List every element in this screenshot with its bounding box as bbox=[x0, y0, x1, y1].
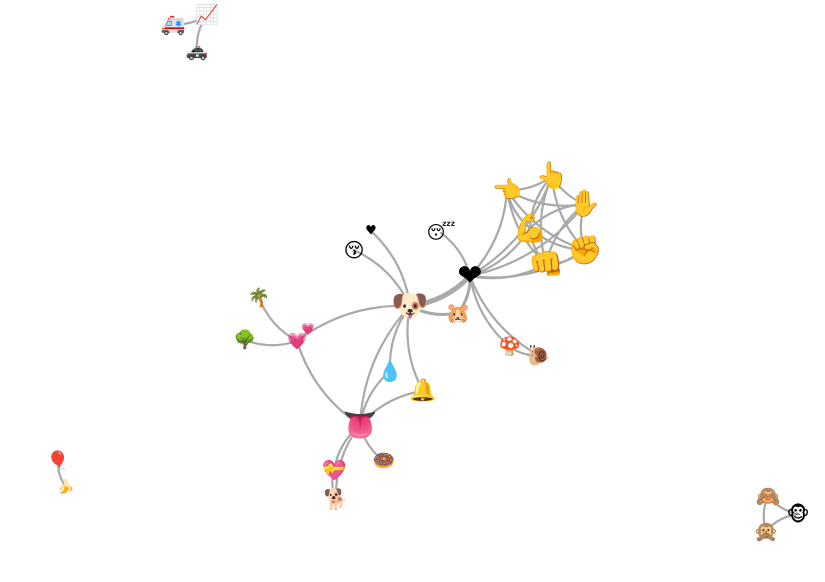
edge-raised-hand-raised-fist bbox=[579, 202, 587, 252]
hamster-face-icon[interactable]: 🐹 bbox=[446, 301, 471, 325]
edge-black-heart-point-left bbox=[468, 188, 509, 278]
edge-point-up-raised-fist bbox=[550, 174, 587, 252]
palm-tree-icon[interactable]: 🌴 bbox=[248, 287, 270, 309]
snail-icon[interactable]: 🐌 bbox=[526, 343, 551, 367]
edge-dog-bell bbox=[406, 304, 425, 393]
edge-raised-hand-flexed-biceps bbox=[528, 202, 587, 230]
edge-heart-ribbon-dog-full bbox=[331, 468, 338, 501]
see-no-evil-monkey-icon[interactable]: 🙈 bbox=[756, 484, 781, 508]
edge-dog-kissing-face bbox=[352, 248, 412, 308]
droplet-icon[interactable]: 💧 bbox=[378, 359, 403, 383]
edge-dog-pink-heart bbox=[295, 304, 412, 343]
chart-increasing-icon[interactable]: 📈 bbox=[195, 3, 219, 26]
green-balloon-icon[interactable]: 🎈 bbox=[47, 450, 69, 472]
edge-tree-pink-heart bbox=[243, 338, 299, 347]
edge-pink-heart-tongue bbox=[295, 339, 362, 427]
edge-tongue-dog-full bbox=[334, 423, 362, 501]
small-pink-heart-icon[interactable]: 💗 bbox=[301, 323, 315, 336]
edge-dog-hamster bbox=[408, 304, 460, 316]
edge-flexed-biceps-raised-fist bbox=[528, 226, 587, 252]
pink-heart-icon[interactable]: 💗 bbox=[287, 332, 307, 351]
bell-icon[interactable]: 🔔 bbox=[409, 378, 436, 404]
edge-black-heart-sleeping-face bbox=[439, 231, 472, 278]
oncoming-fist-icon[interactable]: 👊 bbox=[529, 248, 564, 281]
raised-fist-icon[interactable]: ✊ bbox=[568, 234, 603, 267]
edge-chart-police-car bbox=[195, 13, 209, 53]
pointing-left-hand-icon[interactable]: 👈 bbox=[492, 176, 522, 204]
edge-monkey-face-speak-no-evil bbox=[764, 512, 800, 533]
edge-tongue-doughnut bbox=[358, 423, 386, 463]
edge-dog-tongue bbox=[358, 304, 412, 427]
edge-oncoming-fist-raised-fist bbox=[544, 248, 587, 266]
kissing-face-icon[interactable]: 😚 bbox=[344, 238, 365, 262]
tongue-icon[interactable]: 👅 bbox=[343, 409, 378, 442]
mushroom-icon[interactable]: 🍄 bbox=[499, 336, 521, 358]
edge-palm-tree-pink-heart bbox=[257, 296, 299, 343]
deciduous-tree-icon[interactable]: 🌳 bbox=[234, 329, 256, 351]
speak-no-evil-monkey-icon[interactable]: 🙊 bbox=[754, 519, 779, 543]
edge-dog-black-heart bbox=[407, 273, 473, 309]
edge-black-heart-flexed-biceps bbox=[468, 226, 532, 278]
dog-face-icon[interactable]: 🐶 bbox=[391, 289, 428, 324]
edge-droplet-tongue bbox=[358, 369, 392, 427]
edge-black-heart-mushroom bbox=[468, 274, 512, 349]
pointing-up-hand-icon[interactable]: 👆 bbox=[536, 160, 568, 191]
edge-raised-hand-oncoming-fist bbox=[544, 202, 587, 266]
edge-mushroom-snail bbox=[508, 345, 540, 357]
edge-bell-tongue bbox=[358, 389, 425, 427]
edge-dog-small-heart bbox=[369, 229, 412, 308]
edge-balloon-banana bbox=[56, 459, 68, 489]
edge-ambulance-chart bbox=[171, 13, 209, 26]
ambulance-icon[interactable]: 🚑 bbox=[161, 12, 186, 36]
edge-black-heart-snail bbox=[468, 274, 540, 357]
doughnut-icon[interactable]: 🍩 bbox=[373, 451, 395, 472]
police-car-icon[interactable]: 🚓 bbox=[186, 41, 208, 62]
raised-hand-icon[interactable]: ✋ bbox=[569, 188, 601, 219]
monkey-face-icon[interactable]: 🐵 bbox=[786, 502, 809, 526]
small-black-heart-icon[interactable]: ♥ bbox=[365, 224, 377, 239]
edge-point-up-raised-hand bbox=[550, 174, 587, 206]
heart-with-ribbon-icon[interactable]: 💝 bbox=[322, 458, 347, 482]
banana-icon[interactable]: 🍌 bbox=[57, 478, 74, 495]
edge-layer bbox=[56, 13, 800, 533]
black-heart-icon[interactable]: ❤ bbox=[457, 259, 482, 294]
dog-icon[interactable]: 🐕 bbox=[324, 487, 349, 511]
edge-see-no-evil-speak-no-evil bbox=[762, 494, 770, 533]
flexed-biceps-icon[interactable]: 💪 bbox=[513, 212, 548, 245]
node-layer: 🚑 📈 🚓 🐶 🐹 ❤ ♥😚 😴 👈 👆✋ 💪👊✊ 🍄🐌 🌴 🌳 💗💗 💧🔔 👅 🍩 💝 🐕 🎈 🍌 🙈🐵 🙊 bbox=[47, 3, 810, 543]
edge-flexed-biceps-oncoming-fist bbox=[528, 226, 548, 266]
edge-see-no-evil-monkey-face bbox=[766, 494, 800, 516]
edge-point-up-flexed-biceps bbox=[528, 174, 554, 230]
edge-pink-heart-small-pink-heart bbox=[295, 327, 310, 343]
sleeping-face-icon[interactable]: 😴 bbox=[427, 222, 456, 244]
